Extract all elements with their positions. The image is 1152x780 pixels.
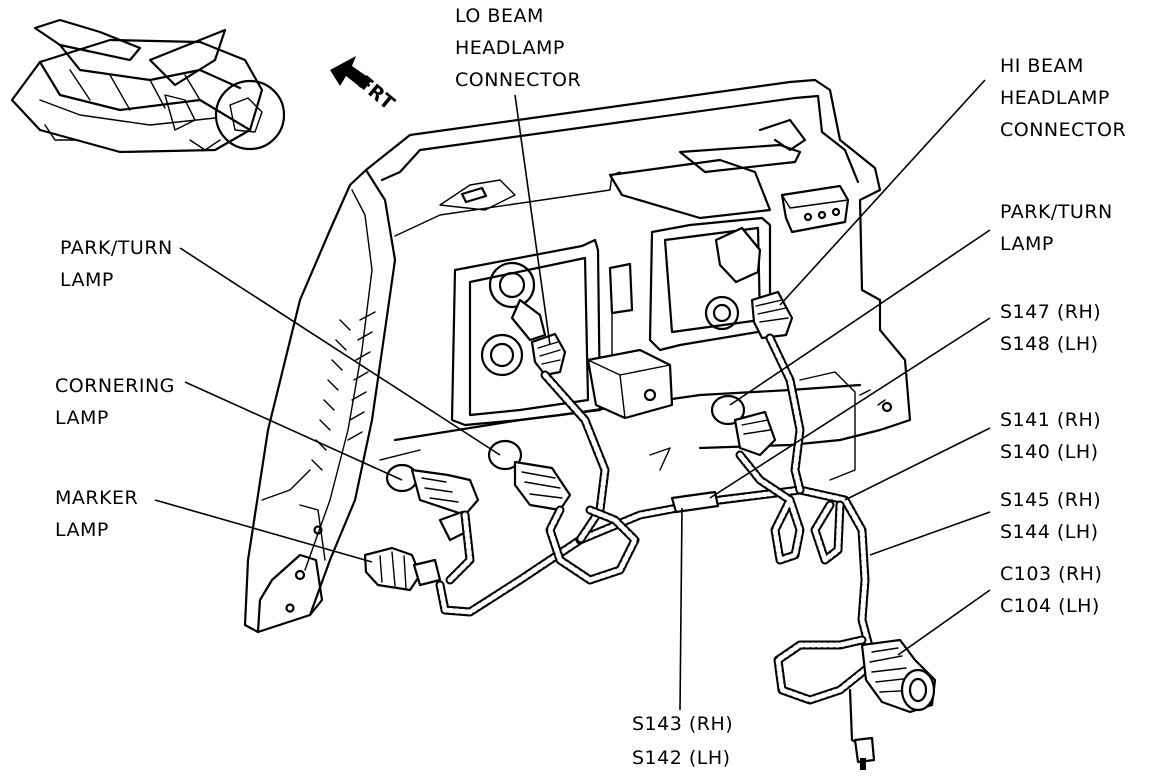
- high-beam-lamp-opening: [648, 216, 772, 352]
- callout-s141-s140: S141 (RH) S140 (LH): [1000, 409, 1101, 463]
- callout-marker-lamp: MARKER LAMP: [55, 487, 138, 541]
- label-line: MARKER: [55, 487, 138, 509]
- hi-beam-bulb: [714, 226, 794, 340]
- callout-cornering-lamp: CORNERING LAMP: [55, 375, 175, 429]
- label-line: HEADLAMP: [1000, 87, 1110, 109]
- headlamp-housing: [243, 78, 912, 634]
- callout-s143-s142: S143 (RH) S142 (LH): [632, 713, 733, 769]
- harness-connector-c103: [860, 638, 937, 714]
- label-line: S147 (RH): [1000, 301, 1101, 323]
- label-line: CONNECTOR: [1000, 119, 1126, 141]
- label-line: S141 (RH): [1000, 409, 1101, 431]
- callout-s145-s144: S145 (RH) S144 (LH): [1000, 489, 1101, 543]
- front-direction-arrow: FRT: [330, 56, 399, 115]
- label-line: S140 (LH): [1000, 441, 1099, 463]
- label-line: LAMP: [55, 519, 109, 541]
- callout-s147-s148: S147 (RH) S148 (LH): [1000, 301, 1101, 355]
- lo-beam-bulb: [510, 298, 567, 377]
- vehicle-locator-thumbnail: [10, 18, 286, 154]
- label-line: C103 (RH): [1000, 563, 1102, 585]
- marker-lamp-bulb: [363, 546, 442, 592]
- callout-lo-beam-headlamp-connector: LO BEAM HEADLAMP CONNECTOR: [455, 5, 581, 91]
- label-line: LO BEAM: [455, 5, 544, 27]
- label-line: C104 (LH): [1000, 595, 1100, 617]
- label-line: CONNECTOR: [455, 69, 581, 91]
- label-line: S148 (LH): [1000, 333, 1099, 355]
- label-line: CORNERING: [55, 375, 175, 397]
- label-line: S144 (LH): [1000, 521, 1099, 543]
- label-line: LAMP: [60, 269, 114, 291]
- label-line: HI BEAM: [1000, 55, 1084, 77]
- label-line: LAMP: [1000, 233, 1054, 255]
- label-line: HEADLAMP: [455, 37, 565, 59]
- label-line: S143 (RH): [632, 713, 733, 735]
- callout-c103-c104: C103 (RH) C104 (LH): [1000, 563, 1102, 617]
- callout-park-turn-lamp-left: PARK/TURN LAMP: [60, 237, 173, 291]
- park-turn-mount: [586, 348, 893, 481]
- label-line: PARK/TURN: [60, 237, 173, 259]
- label-line: S142 (LH): [632, 747, 731, 769]
- leader-lines: [154, 79, 991, 711]
- park-turn-bulb-left: [487, 439, 572, 512]
- wire-harness: [435, 333, 876, 770]
- park-turn-bulb-right: [710, 394, 777, 457]
- label-line: LAMP: [55, 407, 109, 429]
- callout-park-turn-lamp-right: PARK/TURN LAMP: [1000, 201, 1113, 255]
- callout-hi-beam-headlamp-connector: HI BEAM HEADLAMP CONNECTOR: [1000, 55, 1126, 141]
- label-line: PARK/TURN: [1000, 201, 1113, 223]
- label-line: S145 (RH): [1000, 489, 1101, 511]
